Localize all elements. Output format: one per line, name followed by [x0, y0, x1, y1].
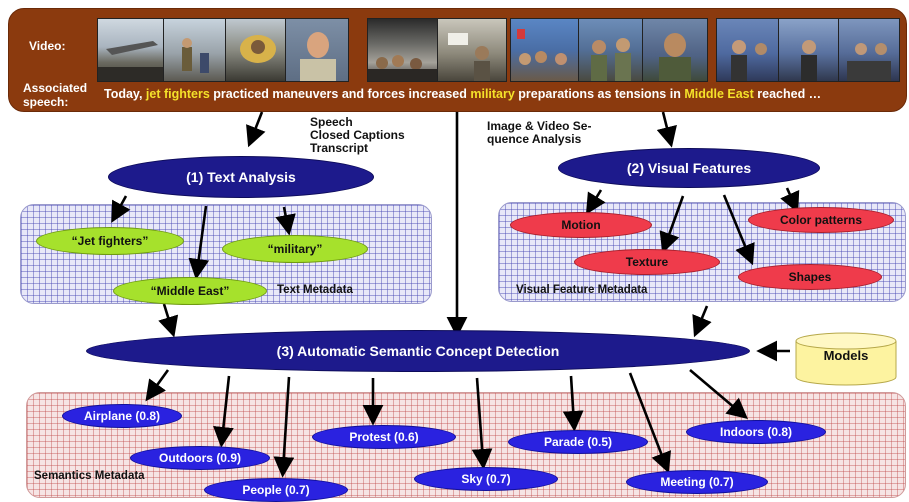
keyframe-deck-crew	[163, 18, 227, 82]
speech-keyword: military	[470, 87, 515, 101]
feature-shapes: Shapes	[738, 264, 882, 290]
keyframe-spokesman	[285, 18, 349, 82]
concept-protest: Protest (0.6)	[312, 425, 456, 449]
models-store: Models	[795, 332, 897, 386]
models-label: Models	[823, 348, 869, 363]
concept-parade: Parade (0.5)	[508, 430, 648, 454]
speech-segment: Today,	[104, 87, 146, 101]
concept-airplane: Airplane (0.8)	[62, 404, 182, 428]
speech-segment: preparations as tensions in	[514, 87, 685, 101]
concept-sky: Sky (0.7)	[414, 467, 558, 491]
keyframe-street-crowd	[367, 18, 439, 82]
concept-outdoors: Outdoors (0.9)	[130, 446, 270, 470]
keyframe-jet-carrier	[97, 18, 165, 82]
keyframe-rally	[437, 18, 507, 82]
feature-color-patterns: Color patterns	[748, 207, 894, 233]
keyframe-cockpit	[225, 18, 287, 82]
image-video-analysis-note: Image & Video Se- quence Analysis	[487, 119, 592, 146]
feature-motion: Motion	[510, 212, 652, 238]
associated-speech-label: Associated speech:	[23, 81, 88, 109]
semantics-metadata-label: Semantics Metadata	[34, 470, 145, 482]
keyframe-meeting-2	[778, 18, 840, 82]
speech-segment: practiced maneuvers and forces increased	[209, 87, 471, 101]
video-label: Video:	[29, 39, 66, 53]
visual-feature-metadata-label: Visual Feature Metadata	[516, 284, 648, 296]
term-military: “military”	[222, 235, 368, 263]
text-analysis-node: (1) Text Analysis	[108, 156, 374, 198]
speech-segment: reached …	[753, 87, 822, 101]
speech-keyword: Middle East	[684, 87, 754, 101]
database-cylinder-icon	[795, 332, 897, 386]
concept-detection-node: (3) Automatic Semantic Concept Detection	[86, 330, 750, 372]
keyframe-officers	[578, 18, 644, 82]
feature-texture: Texture	[574, 249, 720, 275]
term-jet-fighters: “Jet fighters”	[36, 227, 184, 255]
text-metadata-label: Text Metadata	[277, 284, 353, 296]
term-middle-east: “Middle East”	[113, 277, 267, 305]
speech-transcript: Today, jet fighters practiced maneuvers …	[104, 87, 900, 107]
keyframe-leader	[642, 18, 708, 82]
concept-people: People (0.7)	[204, 478, 348, 502]
concept-indoors: Indoors (0.8)	[686, 420, 826, 444]
visual-features-node: (2) Visual Features	[558, 148, 820, 188]
keyframe-parade-crowd	[510, 18, 580, 82]
concept-meeting: Meeting (0.7)	[626, 470, 768, 494]
speech-keyword: jet fighters	[145, 87, 210, 101]
speech-sources-note: Speech Closed Captions Transcript	[310, 115, 405, 155]
keyframe-meeting-3	[838, 18, 900, 82]
